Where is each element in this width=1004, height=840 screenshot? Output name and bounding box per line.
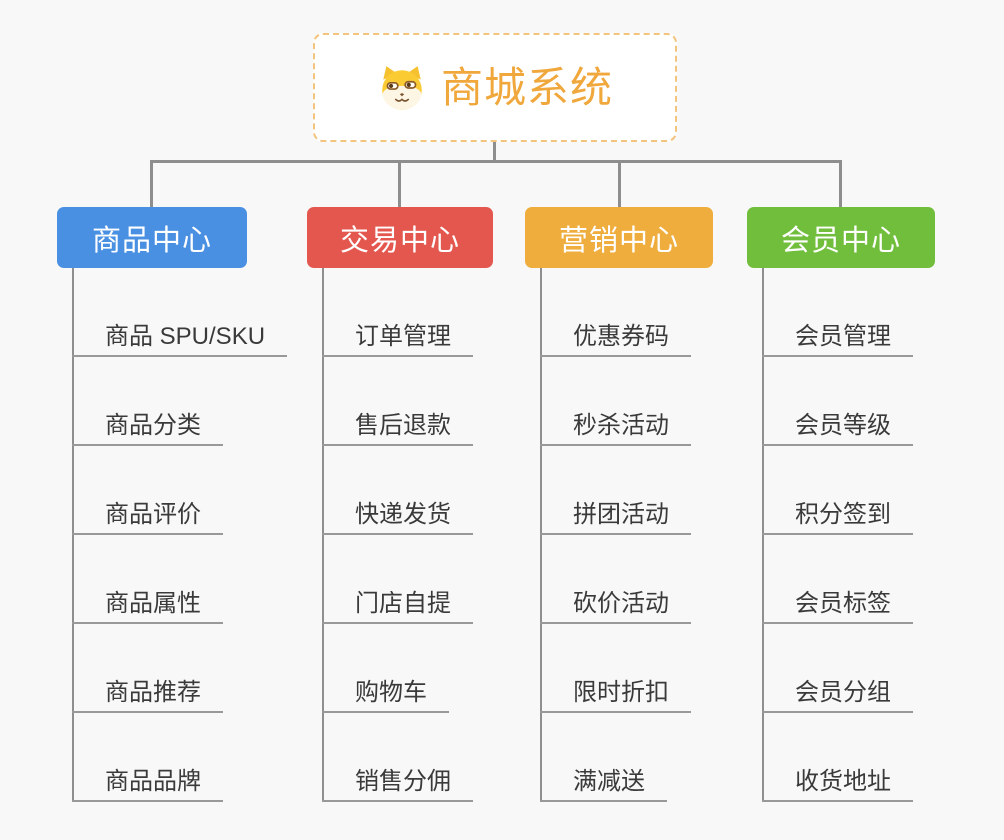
branch-column-marketing: 营销中心 优惠券码 秒杀活动 拼团活动 砍价活动 限时折扣 满减送 xyxy=(525,207,713,802)
child-node[interactable]: 商品分类 xyxy=(72,357,223,446)
child-node-label: 售后退款 xyxy=(355,412,451,439)
child-node-label: 商品推荐 xyxy=(105,679,201,706)
root-node[interactable]: 商城系统 xyxy=(313,33,677,142)
child-node-label: 限时折扣 xyxy=(573,679,669,706)
child-node-label: 收货地址 xyxy=(795,768,891,795)
connector-drop-member xyxy=(839,160,842,207)
shiba-dog-icon xyxy=(377,63,427,113)
branch-column-member: 会员中心 会员管理 会员等级 积分签到 会员标签 会员分组 收货地址 xyxy=(747,207,935,802)
child-node[interactable]: 购物车 xyxy=(322,624,449,713)
child-node[interactable]: 商品品牌 xyxy=(72,713,223,802)
branch-children-trade: 订单管理 售后退款 快递发货 门店自提 购物车 销售分佣 xyxy=(307,268,493,802)
child-node[interactable]: 商品 SPU/SKU xyxy=(72,268,288,357)
connector-drop-trade xyxy=(398,160,401,207)
connector-drop-marketing xyxy=(618,160,621,207)
branch-children-marketing: 优惠券码 秒杀活动 拼团活动 砍价活动 限时折扣 满减送 xyxy=(525,268,713,802)
child-node-label: 砍价活动 xyxy=(573,590,669,617)
child-node[interactable]: 秒杀活动 xyxy=(540,357,691,446)
child-node-label: 拼团活动 xyxy=(573,501,669,528)
child-node[interactable]: 会员管理 xyxy=(762,268,913,357)
child-node[interactable]: 商品属性 xyxy=(72,535,223,624)
child-node-label: 满减送 xyxy=(573,768,645,795)
child-node-label: 商品品牌 xyxy=(105,768,201,795)
child-node[interactable]: 优惠券码 xyxy=(540,268,691,357)
child-node[interactable]: 商品评价 xyxy=(72,446,223,535)
child-node[interactable]: 会员等级 xyxy=(762,357,913,446)
child-node[interactable]: 订单管理 xyxy=(322,268,473,357)
child-node[interactable]: 收货地址 xyxy=(762,713,913,802)
branch-children-product: 商品 SPU/SKU 商品分类 商品评价 商品属性 商品推荐 商品品牌 xyxy=(57,268,288,802)
child-node[interactable]: 会员标签 xyxy=(762,535,913,624)
child-node-label: 秒杀活动 xyxy=(573,412,669,439)
branch-column-product: 商品中心 商品 SPU/SKU 商品分类 商品评价 商品属性 商品推荐 商品品牌 xyxy=(57,207,288,802)
connector-rail xyxy=(150,160,842,163)
root-title: 商城系统 xyxy=(440,63,613,111)
child-node[interactable]: 快递发货 xyxy=(322,446,473,535)
child-node-label: 会员等级 xyxy=(795,412,891,439)
child-node[interactable]: 售后退款 xyxy=(322,357,473,446)
branch-node-product[interactable]: 商品中心 xyxy=(57,207,247,268)
connector-drop-product xyxy=(150,160,153,207)
child-node[interactable]: 拼团活动 xyxy=(540,446,691,535)
child-node-label: 商品属性 xyxy=(105,590,201,617)
branch-children-member: 会员管理 会员等级 积分签到 会员标签 会员分组 收货地址 xyxy=(747,268,935,802)
child-node-label: 商品评价 xyxy=(105,501,201,528)
child-node-label: 优惠券码 xyxy=(573,323,669,350)
child-node[interactable]: 商品推荐 xyxy=(72,624,223,713)
branch-node-marketing[interactable]: 营销中心 xyxy=(525,207,713,268)
child-node[interactable]: 砍价活动 xyxy=(540,535,691,624)
child-node[interactable]: 销售分佣 xyxy=(322,713,473,802)
child-node-label: 购物车 xyxy=(355,679,427,706)
child-node-label: 会员分组 xyxy=(795,679,891,706)
connector-stem xyxy=(493,142,496,163)
child-node-label: 销售分佣 xyxy=(355,768,451,795)
child-node[interactable]: 门店自提 xyxy=(322,535,473,624)
child-node-label: 商品分类 xyxy=(105,412,201,439)
child-node-label: 会员标签 xyxy=(795,590,891,617)
child-node-label: 门店自提 xyxy=(355,590,451,617)
branch-node-member[interactable]: 会员中心 xyxy=(747,207,935,268)
branch-node-trade[interactable]: 交易中心 xyxy=(307,207,493,268)
child-node-label: 积分签到 xyxy=(795,501,891,528)
child-node-label: 快递发货 xyxy=(355,501,451,528)
child-node[interactable]: 满减送 xyxy=(540,713,667,802)
child-node-label: 商品 SPU/SKU xyxy=(105,323,266,350)
child-node[interactable]: 会员分组 xyxy=(762,624,913,713)
child-node[interactable]: 限时折扣 xyxy=(540,624,691,713)
child-node[interactable]: 积分签到 xyxy=(762,446,913,535)
child-node-label: 会员管理 xyxy=(795,323,891,350)
child-node-label: 订单管理 xyxy=(355,323,451,350)
branch-column-trade: 交易中心 订单管理 售后退款 快递发货 门店自提 购物车 销售分佣 xyxy=(307,207,493,802)
